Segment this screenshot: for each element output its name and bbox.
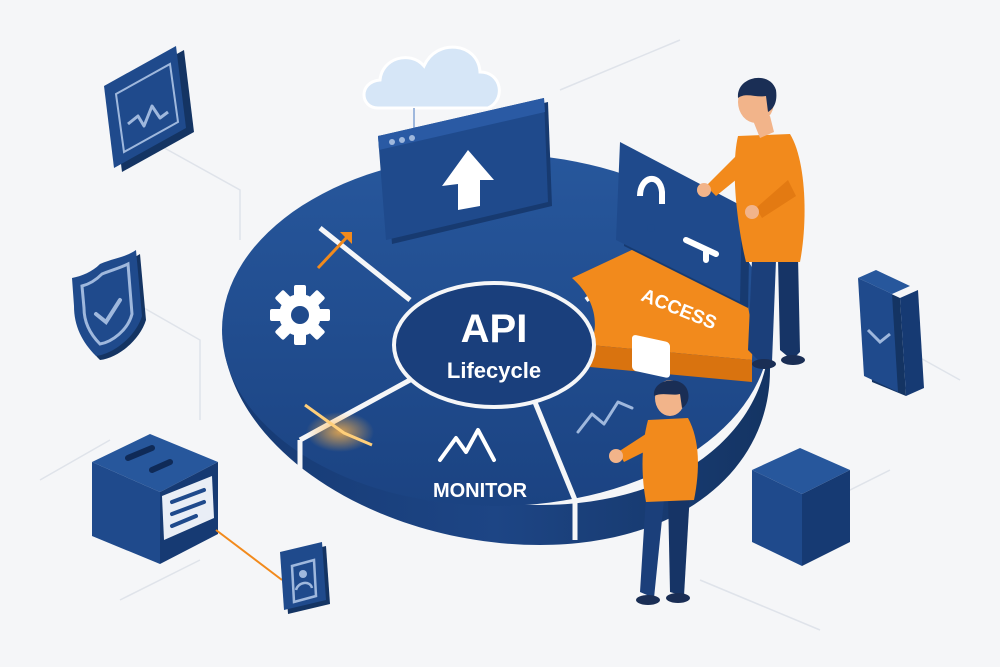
access-lock-panel[interactable] — [616, 142, 750, 378]
upload-arrow-icon — [442, 150, 494, 210]
id-card-widget[interactable] — [280, 542, 330, 614]
chevron-down-icon — [866, 328, 891, 345]
spark-glow — [304, 403, 374, 452]
person-engineer-bottom — [609, 380, 698, 605]
segment-monitor-label: MONITOR — [433, 480, 528, 502]
connector-line — [215, 529, 283, 581]
trend-line-icon — [576, 400, 634, 434]
gear-icon[interactable] — [270, 285, 330, 345]
center-hub — [394, 283, 594, 407]
person-engineer-top — [697, 77, 805, 369]
center-hub-rim — [392, 281, 596, 409]
segment-access-side — [590, 345, 752, 382]
monitor-screen-widget[interactable] — [104, 46, 194, 172]
heartbeat-icon — [127, 104, 169, 128]
flow-arrow-icon — [316, 232, 352, 270]
document-card-icon — [162, 476, 214, 540]
phone-device-widget[interactable] — [858, 270, 924, 396]
pulse-icon — [438, 428, 496, 462]
server-box-widget[interactable] — [92, 434, 218, 564]
lock-key-icon — [632, 176, 719, 378]
shield-icon[interactable] — [72, 250, 146, 360]
cube-block-widget[interactable] — [752, 448, 850, 566]
user-badge-icon — [290, 558, 318, 604]
check-icon — [94, 298, 122, 325]
center-subtitle: Lifecycle — [447, 358, 541, 383]
deploy-panel[interactable] — [378, 98, 552, 244]
disc-side — [222, 325, 770, 545]
center-title: API — [461, 307, 528, 351]
